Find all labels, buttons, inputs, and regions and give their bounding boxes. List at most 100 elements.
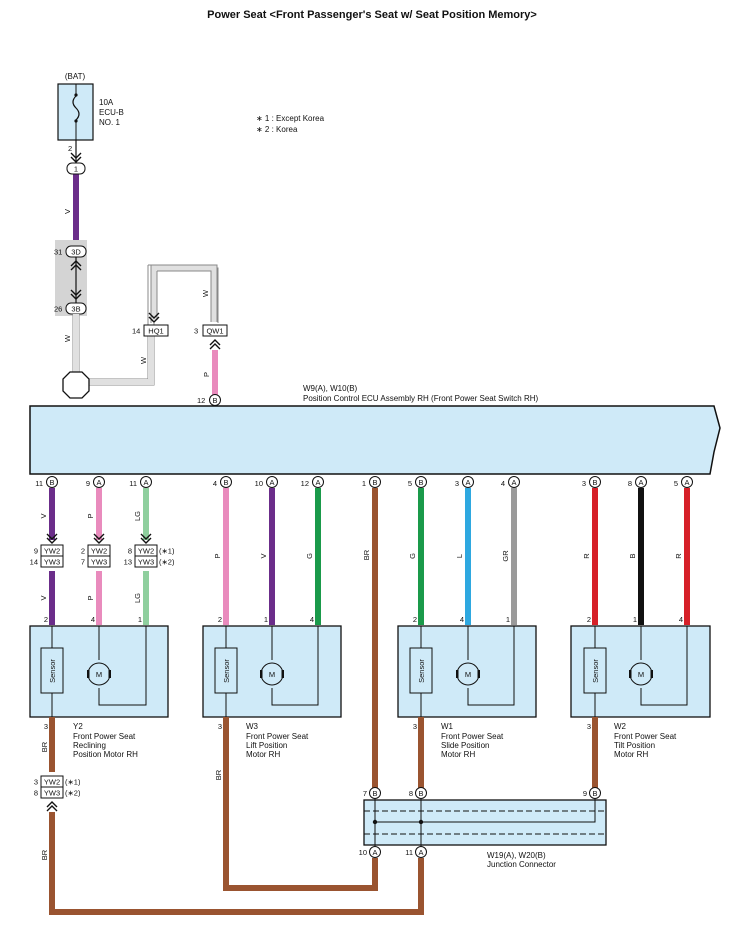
connector-1 bbox=[66, 162, 86, 175]
junction-bot-sel-1-label: A bbox=[418, 848, 423, 857]
inline-p2-2: 13 bbox=[124, 558, 132, 567]
connector-hq1 bbox=[143, 324, 169, 337]
inline-c1-0: YW2 bbox=[44, 547, 60, 556]
wire-label-w-1: W bbox=[63, 334, 72, 342]
wire-label-lower-1: P bbox=[86, 595, 95, 600]
ecu-top-selector-label: B bbox=[212, 396, 217, 405]
wire-label-br-y2-lower: BR bbox=[40, 849, 49, 860]
ecu-pin-1: 9 bbox=[86, 479, 90, 488]
ecu-selector-1 bbox=[93, 476, 105, 488]
motor-letter-2: M bbox=[465, 670, 471, 679]
ecu-selector-0 bbox=[46, 476, 58, 488]
sensor-label-2: Sensor bbox=[417, 659, 426, 683]
ecu-selector-10 bbox=[589, 476, 601, 488]
junction-top-sel-2-label: B bbox=[592, 789, 597, 798]
connector-qw1-label: QW1 bbox=[206, 327, 223, 336]
inline-p1-1: 2 bbox=[81, 547, 85, 556]
inline-p1-2: 8 bbox=[128, 547, 132, 556]
wire-label-8: L bbox=[455, 554, 464, 558]
ecu-selector-6 bbox=[369, 476, 381, 488]
fuse-rating: 10A bbox=[99, 98, 114, 107]
connector-3d-pin: 31 bbox=[54, 248, 62, 257]
wire-label-lower-0: V bbox=[39, 595, 48, 600]
motor-l2-2: Slide Position bbox=[441, 741, 489, 750]
junction-top-sel-0-label: B bbox=[372, 789, 377, 798]
note-except-korea: ∗ 1 : Except Korea bbox=[256, 114, 325, 123]
ecu-pin-9: 4 bbox=[501, 479, 505, 488]
motor-l1-3: Front Power Seat bbox=[614, 732, 677, 741]
y2-inline-c1: YW2 bbox=[44, 778, 60, 787]
motor-pin-3-0: 2 bbox=[587, 615, 591, 624]
wire-label-v-main: V bbox=[63, 209, 72, 214]
wire-label-10: R bbox=[582, 553, 591, 559]
battery-source: (BAT) bbox=[65, 72, 86, 81]
motor-l3-1: Motor RH bbox=[246, 750, 280, 759]
motor-letter-3: M bbox=[638, 670, 644, 679]
y2-inline-c2: YW3 bbox=[44, 789, 60, 798]
motor-gnd-pin-2: 3 bbox=[413, 722, 417, 731]
motor-pin-0-0: 2 bbox=[44, 615, 48, 624]
motor-l3-0: Position Motor RH bbox=[73, 750, 138, 759]
wire-label-0: V bbox=[39, 513, 48, 518]
motor-l3-3: Motor RH bbox=[614, 750, 648, 759]
fuse-icon bbox=[72, 95, 80, 121]
ecu-selector-2 bbox=[140, 476, 152, 488]
inline-n2-2: (∗2) bbox=[159, 558, 175, 567]
ecu-pin-2: 11 bbox=[129, 479, 137, 488]
motor-id-0: Y2 bbox=[73, 722, 83, 731]
ecu-selector-11 bbox=[635, 476, 647, 488]
sensor-label-1: Sensor bbox=[222, 659, 231, 683]
ecu-pin-7: 5 bbox=[408, 479, 412, 488]
motor-pin-3-2: 4 bbox=[679, 615, 683, 624]
ecu-selector-0-label: B bbox=[49, 478, 54, 487]
fuse-pin: 2 bbox=[68, 144, 72, 153]
ecu-selector-12-label: A bbox=[684, 478, 689, 487]
y2-inline-p2: 8 bbox=[34, 789, 38, 798]
ecu-pin-3: 4 bbox=[213, 479, 217, 488]
junction-name: Junction Connector bbox=[487, 860, 556, 869]
wire-label-w-2: W bbox=[139, 356, 148, 364]
inline-n1-2: (∗1) bbox=[159, 547, 175, 556]
y2-inline-n1: (∗1) bbox=[65, 778, 81, 787]
motor-gnd-pin-0: 3 bbox=[44, 722, 48, 731]
inline-c2-1: YW3 bbox=[91, 558, 107, 567]
connector-hq1-label: HQ1 bbox=[148, 327, 163, 336]
motor-l3-2: Motor RH bbox=[441, 750, 475, 759]
ecu-selector-8 bbox=[462, 476, 474, 488]
junction-top-sel-2 bbox=[589, 787, 601, 799]
wire-label-w-3: W bbox=[201, 289, 210, 297]
ecu-pin-0: 11 bbox=[35, 479, 43, 488]
ecu-selector-8-label: A bbox=[465, 478, 470, 487]
ecu-selector-5 bbox=[312, 476, 324, 488]
motor-l1-0: Front Power Seat bbox=[73, 732, 136, 741]
inline-arrow-2 bbox=[140, 533, 152, 544]
sensor-label-3: Sensor bbox=[591, 659, 600, 683]
ecu-pin-10: 3 bbox=[582, 479, 586, 488]
ecu-selector-3-label: B bbox=[223, 478, 228, 487]
ecu-selector-5-label: A bbox=[315, 478, 320, 487]
motor-gnd-pin-3: 3 bbox=[587, 722, 591, 731]
ecu-selector-9-label: A bbox=[511, 478, 516, 487]
ecu-selector-7 bbox=[415, 476, 427, 488]
connector-qw1 bbox=[202, 324, 228, 337]
motor-letter-1: M bbox=[269, 670, 275, 679]
ecu-selector-2-label: A bbox=[143, 478, 148, 487]
ecu-pin-6: 1 bbox=[362, 479, 366, 488]
ecu-selector-7-label: B bbox=[418, 478, 423, 487]
inline-c2-0: YW3 bbox=[44, 558, 60, 567]
motor-pin-2-0: 2 bbox=[413, 615, 417, 624]
motor-l1-1: Front Power Seat bbox=[246, 732, 309, 741]
wire-label-6: BR bbox=[362, 549, 371, 560]
ecu-selector-10-label: B bbox=[592, 478, 597, 487]
motor-id-3: W2 bbox=[614, 722, 627, 731]
junction-bot-sel-1 bbox=[415, 846, 427, 858]
motor-id-1: W3 bbox=[246, 722, 259, 731]
wire-label-p-top: P bbox=[202, 372, 211, 377]
junction-top-pin-0: 7 bbox=[363, 789, 367, 798]
junction-bot-pin-1: 11 bbox=[405, 848, 413, 857]
motor-pin-1-2: 4 bbox=[310, 615, 314, 624]
ecu-pin-8: 3 bbox=[455, 479, 459, 488]
motor-letter-0: M bbox=[96, 670, 102, 679]
